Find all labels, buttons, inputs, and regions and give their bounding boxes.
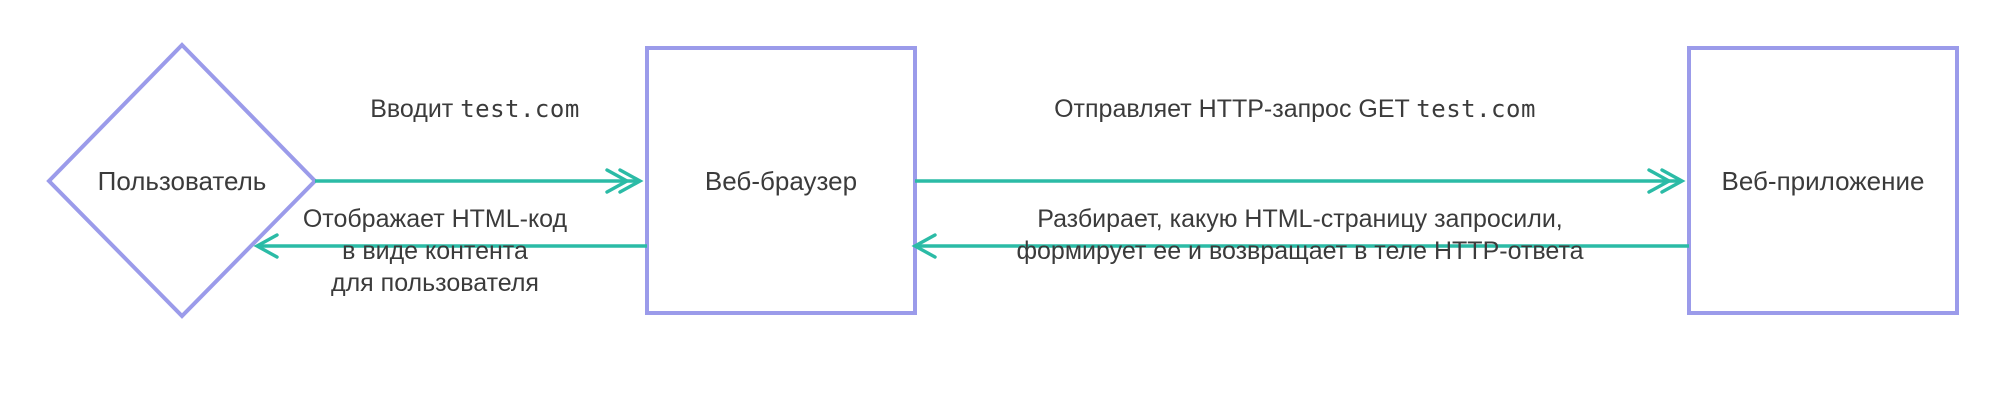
edge-label-text: Вводит [370, 95, 461, 123]
node-label-user: Пользователь [97, 166, 267, 196]
arrowhead-icon [605, 168, 631, 194]
edge-label-mono-text: test.com [460, 95, 580, 123]
arrowhead-icon [253, 233, 279, 259]
arrowhead-icon [618, 168, 644, 194]
node-label-webapp: Веб-приложение [1721, 166, 1925, 196]
edge-browser-to-webapp [915, 168, 1686, 194]
edge-label-text: Отправляет HTTP-запрос GET [1054, 95, 1417, 123]
edge-label-line: Отображает HTML-код [302, 205, 568, 233]
node-label-browser: Веб-браузер [704, 166, 858, 196]
edge-label-line: формирует ее и возвращает в теле HTTP-от… [1016, 237, 1584, 265]
arrowhead-icon [911, 233, 937, 259]
edge-browser-to-user [253, 233, 647, 259]
edge-user-to-browser [315, 168, 644, 194]
edge-label-line: в виде контента [342, 237, 528, 265]
edge-label-line: для пользователя [331, 269, 539, 297]
edge-label-webapp-to-browser: Разбирает, какую HTML-страницу запросили… [765, 203, 1835, 267]
arrowhead-icon [1647, 168, 1673, 194]
edge-label-user-to-browser: Вводит test.com [275, 93, 675, 125]
edge-label-browser-to-user: Отображает HTML-код в виде контента для … [175, 203, 695, 299]
edge-webapp-to-browser [911, 233, 1689, 259]
arrowhead-icon [1660, 168, 1686, 194]
edge-label-mono-text: test.com [1416, 95, 1536, 123]
node-shape-user[interactable] [46, 42, 318, 319]
edge-label-line: Разбирает, какую HTML-страницу запросили… [1037, 205, 1563, 233]
node-shape-webapp[interactable] [1687, 46, 1959, 315]
node-shape-browser[interactable] [645, 46, 917, 315]
edge-label-browser-to-webapp: Отправляет HTTP-запрос GET test.com [905, 93, 1685, 125]
